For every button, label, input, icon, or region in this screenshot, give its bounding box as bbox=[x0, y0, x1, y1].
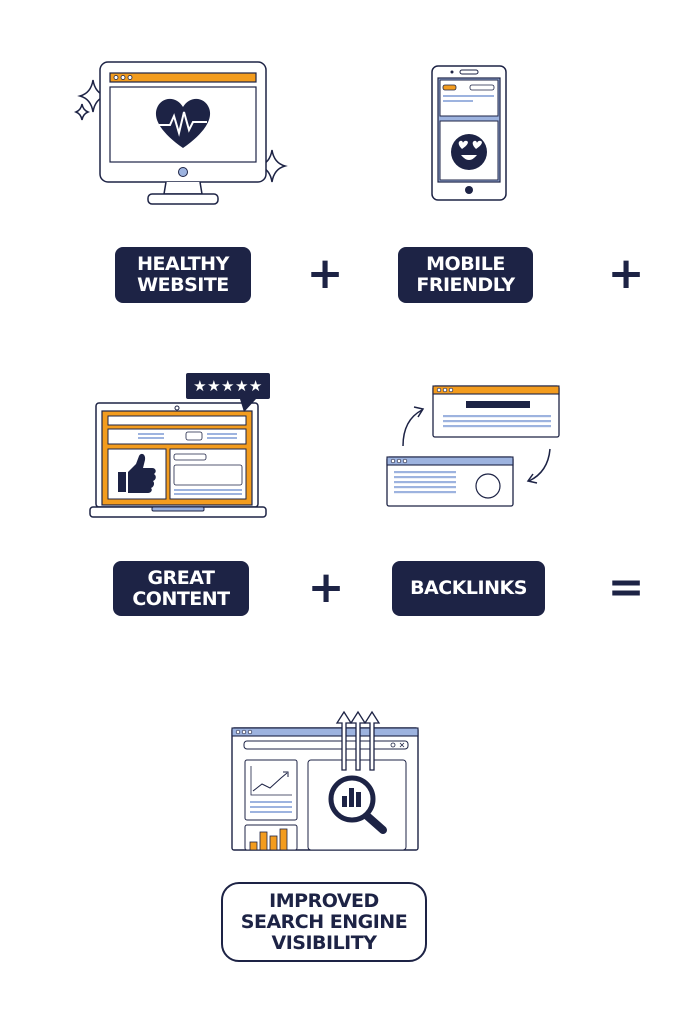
healthy-website-label: HEALTHY WEBSITE bbox=[115, 247, 251, 303]
curved-arrow-icon bbox=[402, 406, 551, 484]
mobile-friendly-label: MOBILE FRIENDLY bbox=[398, 247, 533, 303]
bar-chart-icon bbox=[244, 824, 298, 851]
browser-window-icon bbox=[386, 456, 514, 507]
star-rating-icon bbox=[186, 373, 270, 412]
browser-window-icon bbox=[432, 385, 560, 438]
plus-operator-2: + bbox=[607, 248, 645, 299]
improved-visibility-label: IMPROVED SEARCH ENGINE VISIBILITY bbox=[221, 882, 427, 962]
backlinks-label: BACKLINKS bbox=[392, 561, 545, 616]
heart-eyes-emoji-icon bbox=[451, 134, 487, 170]
plus-operator-3: + bbox=[307, 562, 345, 613]
great-content-label: GREAT CONTENT bbox=[113, 561, 249, 616]
star-rating-text: ★★★★★ bbox=[193, 377, 263, 395]
thumbs-up-icon bbox=[118, 453, 156, 493]
up-arrows-icon bbox=[335, 710, 381, 771]
line-chart-icon bbox=[244, 759, 298, 821]
magnifier-chart-icon bbox=[328, 775, 387, 834]
equals-operator: = bbox=[607, 562, 645, 613]
plus-operator-1: + bbox=[306, 248, 344, 299]
